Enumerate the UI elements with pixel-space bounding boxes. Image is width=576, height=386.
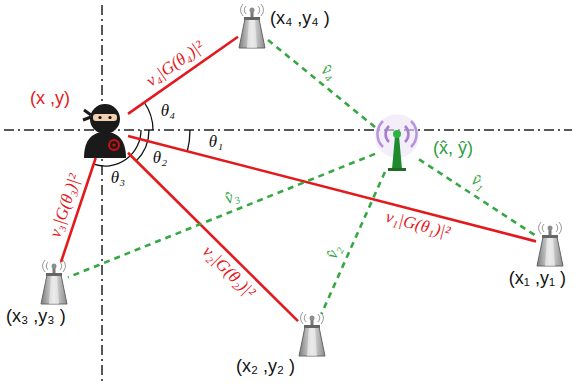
estimated-position: (x̂, ŷ) [375,118,419,172]
gain-link [128,37,238,114]
edge-label: v̂₃ [220,184,244,209]
anchor-tower: (x₃ ,y₃ ) [40,262,68,304]
angle-arc [144,103,153,131]
tower-icon [537,222,563,266]
estimate-link [266,38,375,127]
coordinate-label: (x₄ ,y₄ ) [270,8,330,29]
coordinate-label: (x̂, ŷ) [433,138,473,159]
tower-icon [239,4,265,48]
vertical-axis [101,5,103,382]
edge-label: v̂₂ [322,240,347,264]
estimate-link [321,172,385,314]
person-icon [83,104,126,158]
angle-label: θ₁ [208,133,224,152]
target-position: (x ,y) [82,102,128,158]
tower-icon [41,260,67,304]
anchor-tower: (x₁ ,y₁ ) [536,224,564,266]
angle-label: θ₄ [160,102,176,121]
coordinate-label: (x₃ ,y₃ ) [6,306,66,327]
coordinate-label: (x₂ ,y₂ ) [236,356,295,377]
estimated-antenna-icon [375,114,419,171]
coordinate-label: (x ,y) [30,88,70,109]
gain-link [128,136,536,241]
edge-label: v₁|G(θ₁)|² [382,207,454,243]
anchor-tower: (x₄ ,y₄ ) [238,6,266,48]
angle-label: θ₃ [110,169,126,188]
tower-icon [299,312,325,356]
angle-arc [187,130,190,151]
horizontal-axis [4,129,572,131]
edge-label: v₂|G(θ₂)|² [197,241,260,304]
angle-label: θ₂ [152,149,168,168]
coordinate-label: (x₁ ,y₁ ) [509,268,566,289]
anchor-tower: (x₂ ,y₂ ) [298,314,326,356]
edge-label: v̂₁ [467,169,492,195]
gain-link [128,153,298,321]
